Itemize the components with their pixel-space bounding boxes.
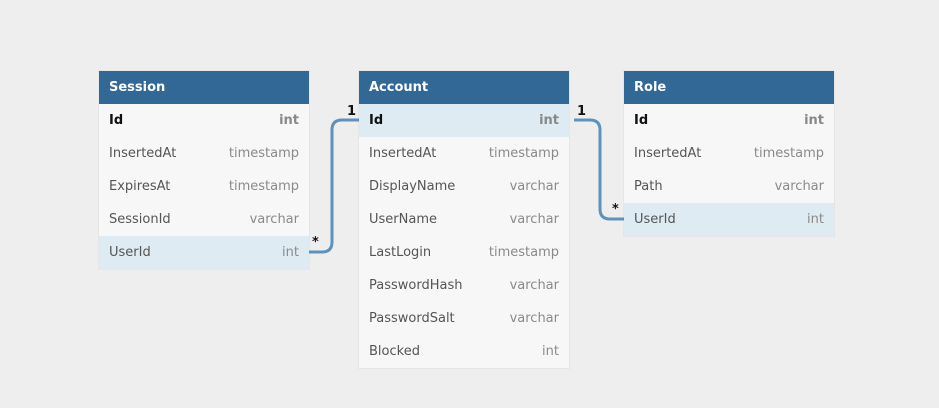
column-type: varchar <box>509 212 559 227</box>
column-type: varchar <box>249 212 299 227</box>
table-session[interactable]: Session Id int InsertedAt timestamp Expi… <box>99 71 309 269</box>
table-row[interactable]: Id int <box>359 104 569 137</box>
table-role[interactable]: Role Id int InsertedAt timestamp Path va… <box>624 71 834 236</box>
column-name: SessionId <box>109 212 171 227</box>
table-row[interactable]: LastLogin timestamp <box>359 236 569 269</box>
table-row[interactable]: InsertedAt timestamp <box>624 137 834 170</box>
column-type: timestamp <box>228 146 299 161</box>
table-row[interactable]: UserName varchar <box>359 203 569 236</box>
column-name: PasswordSalt <box>369 311 455 326</box>
connector-session-account <box>309 118 359 254</box>
column-name: LastLogin <box>369 245 432 260</box>
column-type: varchar <box>509 278 559 293</box>
column-type: int <box>807 212 824 227</box>
cardinality-account-one-left: 1 <box>347 104 357 119</box>
column-type: timestamp <box>753 146 824 161</box>
table-row[interactable]: DisplayName varchar <box>359 170 569 203</box>
cardinality-role-many: * <box>612 202 619 217</box>
table-row[interactable]: PasswordSalt varchar <box>359 302 569 335</box>
column-name: Id <box>634 113 649 128</box>
table-header-account[interactable]: Account <box>359 71 569 104</box>
column-type: timestamp <box>228 179 299 194</box>
column-type: int <box>282 245 299 260</box>
table-header-role[interactable]: Role <box>624 71 834 104</box>
table-row[interactable]: InsertedAt timestamp <box>99 137 309 170</box>
column-name: InsertedAt <box>369 146 437 161</box>
table-row[interactable]: ExpiresAt timestamp <box>99 170 309 203</box>
column-type: varchar <box>509 311 559 326</box>
cardinality-account-one-right: 1 <box>577 104 587 119</box>
column-type: timestamp <box>488 245 559 260</box>
column-name: Id <box>109 113 124 128</box>
cardinality-session-many: * <box>312 235 319 250</box>
column-name: InsertedAt <box>634 146 702 161</box>
column-name: UserId <box>634 212 676 227</box>
column-name: InsertedAt <box>109 146 177 161</box>
column-type: int <box>542 344 559 359</box>
table-account[interactable]: Account Id int InsertedAt timestamp Disp… <box>359 71 569 368</box>
table-row[interactable]: InsertedAt timestamp <box>359 137 569 170</box>
table-row[interactable]: Id int <box>624 104 834 137</box>
column-type: int <box>804 113 824 128</box>
table-header-session[interactable]: Session <box>99 71 309 104</box>
column-type: int <box>539 113 559 128</box>
column-name: Blocked <box>369 344 420 359</box>
column-name: PasswordHash <box>369 278 463 293</box>
column-type: varchar <box>509 179 559 194</box>
table-row[interactable]: SessionId varchar <box>99 203 309 236</box>
column-type: varchar <box>774 179 824 194</box>
column-name: Path <box>634 179 663 194</box>
column-type: int <box>279 113 299 128</box>
column-name: Id <box>369 113 384 128</box>
table-row[interactable]: UserId int <box>624 203 834 236</box>
column-name: ExpiresAt <box>109 179 171 194</box>
table-row[interactable]: PasswordHash varchar <box>359 269 569 302</box>
table-row[interactable]: Path varchar <box>624 170 834 203</box>
column-name: UserId <box>109 245 151 260</box>
column-type: timestamp <box>488 146 559 161</box>
column-name: DisplayName <box>369 179 456 194</box>
table-row[interactable]: UserId int <box>99 236 309 269</box>
table-row[interactable]: Blocked int <box>359 335 569 368</box>
column-name: UserName <box>369 212 437 227</box>
table-row[interactable]: Id int <box>99 104 309 137</box>
